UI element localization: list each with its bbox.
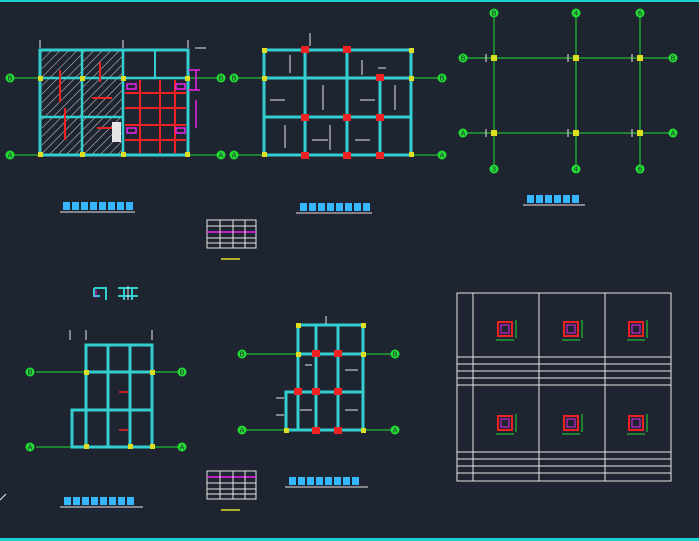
column-schedule-table <box>456 292 672 482</box>
plan-4-beam-joints <box>294 350 342 434</box>
slab-dimension-marks <box>126 69 200 134</box>
plan-3-title-glyphs <box>64 497 134 505</box>
axis-bubble-b-right: B <box>437 73 447 83</box>
plan-1-title-glyphs <box>63 202 133 210</box>
svg-text:A: A <box>180 444 185 452</box>
column-section-icon <box>562 414 583 435</box>
plan-4-title-glyphs <box>289 477 359 485</box>
svg-text:B: B <box>180 369 185 377</box>
grid-columns <box>491 55 643 136</box>
svg-text:B: B <box>461 55 466 63</box>
axis-bubble-b-left: B <box>237 349 247 359</box>
grid-bubble-icon: B <box>668 53 678 63</box>
axis-bubble-b-left: B <box>229 73 239 83</box>
plan-4-beam-layout: B A B A <box>237 316 400 488</box>
axis-bubble-b-right: B <box>216 73 226 83</box>
column-section-icon <box>496 414 517 435</box>
axis-bubble-a-left: A <box>237 425 247 435</box>
axis-bubble-a-left: A <box>229 150 239 160</box>
svg-text:A: A <box>8 152 13 160</box>
svg-text:B: B <box>219 75 224 83</box>
svg-text:A: A <box>461 130 466 138</box>
viewport-top-border <box>0 0 699 2</box>
plan-2-title-glyphs <box>300 203 370 211</box>
svg-text:B: B <box>440 75 445 83</box>
svg-text:B: B <box>8 75 13 83</box>
axis-bubble-b-left: B <box>25 367 35 377</box>
viewport-bottom-border <box>0 538 699 541</box>
column-section-icon <box>93 286 138 300</box>
svg-text:6: 6 <box>638 166 643 174</box>
svg-text:B: B <box>393 351 398 359</box>
plan-1-columns <box>38 76 190 157</box>
slab-rebar <box>59 62 186 153</box>
svg-text:A: A <box>219 152 224 160</box>
axis-bubble-b-left: B <box>5 73 15 83</box>
svg-text:A: A <box>440 152 445 160</box>
plan-2-beam-joints <box>301 46 384 159</box>
column-section-icon <box>627 414 648 435</box>
column-section-icon <box>562 320 583 341</box>
svg-text:B: B <box>671 55 676 63</box>
axis-bubble-a-left: A <box>5 150 15 160</box>
svg-text:A: A <box>28 444 33 452</box>
grid-bubble-icon: A <box>458 128 468 138</box>
grid-bubble-icon: 4 <box>571 164 581 174</box>
grid-bubble-icon: 6 <box>635 164 645 174</box>
grid-bubble-icon: 6 <box>635 8 645 18</box>
axis-bubble-a-right: A <box>390 425 400 435</box>
plan-1-floor-slab: B A B A <box>5 40 226 213</box>
column-grid-plan: B 4 6 3 4 6 B <box>458 8 678 206</box>
svg-text:B: B <box>240 351 245 359</box>
svg-text:3: 3 <box>492 166 496 174</box>
rebar-table-upper <box>206 219 257 260</box>
axis-bubble-a-right: A <box>437 150 447 160</box>
axis-bubble-b-right: B <box>177 367 187 377</box>
column-section-icon <box>496 320 517 341</box>
grid-bubble-icon: 4 <box>571 8 581 18</box>
axis-bubble-a-right: A <box>177 442 187 452</box>
svg-text:4: 4 <box>574 10 579 18</box>
svg-text:B: B <box>232 75 237 83</box>
column-section-icon <box>627 320 648 341</box>
svg-text:A: A <box>240 427 245 435</box>
svg-text:A: A <box>393 427 398 435</box>
grid-bubble-icon: A <box>668 128 678 138</box>
svg-text:6: 6 <box>638 10 643 18</box>
axis-bubble-a-left: A <box>25 442 35 452</box>
ucs-icon <box>0 493 7 501</box>
svg-text:4: 4 <box>574 166 579 174</box>
rebar-table-lower <box>206 470 257 511</box>
svg-text:A: A <box>232 152 237 160</box>
axis-bubble-a-right: A <box>216 150 226 160</box>
grid-title-glyphs <box>527 195 579 203</box>
grid-bubble-icon: B <box>489 8 499 18</box>
plan-2-beam-layout: B A B A <box>229 33 447 214</box>
svg-text:A: A <box>671 130 676 138</box>
grid-bubble-icon: 3 <box>489 164 499 174</box>
plan-3-floor: B A B A <box>25 330 187 508</box>
grid-bubble-icon: B <box>458 53 468 63</box>
svg-text:B: B <box>28 369 33 377</box>
column-section-details <box>496 320 648 435</box>
outer-wall <box>38 48 190 157</box>
axis-bubble-b-right: B <box>390 349 400 359</box>
svg-text:B: B <box>492 10 497 18</box>
